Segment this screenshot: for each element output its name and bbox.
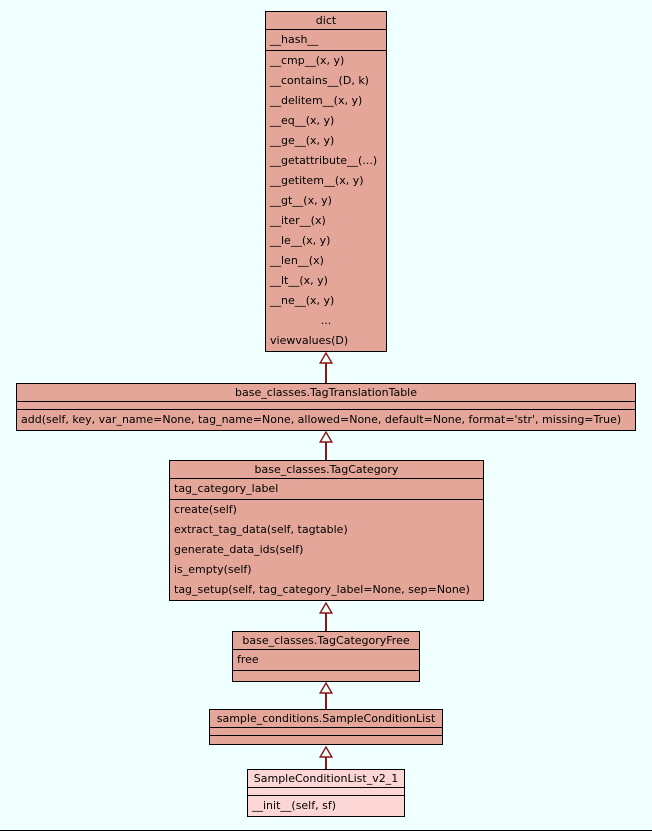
- method: __ne__(x, y): [270, 294, 335, 307]
- method: add(self, key, var_name=None, tag_name=N…: [21, 413, 622, 426]
- method: generate_data_ids(self): [174, 543, 304, 556]
- method: __le__(x, y): [270, 234, 331, 247]
- inheritance-arrow: [319, 602, 333, 631]
- class-box-tagcategoryfree[interactable]: base_classes.TagCategoryFree free: [232, 631, 420, 682]
- inheritance-arrow: [319, 746, 333, 769]
- method: tag_setup(self, tag_category_label=None,…: [174, 583, 470, 596]
- method: is_empty(self): [174, 563, 252, 576]
- class-name: base_classes.TagCategory: [170, 461, 483, 479]
- class-name: base_classes.TagCategoryFree: [233, 632, 419, 650]
- methods-compartment: __init__(self, sf): [248, 796, 404, 816]
- method: __contains__(D, k): [270, 74, 369, 87]
- class-name: dict: [266, 12, 386, 30]
- method: __len__(x): [270, 254, 324, 267]
- method: __ge__(x, y): [270, 134, 335, 147]
- methods-compartment: create(self) extract_tag_data(self, tagt…: [170, 500, 483, 600]
- method: __eq__(x, y): [270, 114, 335, 127]
- method: __lt__(x, y): [270, 274, 328, 287]
- attributes-compartment: __hash__: [266, 30, 386, 51]
- class-box-sampleconditionlist-v2-1[interactable]: SampleConditionList_v2_1 __init__(self, …: [247, 769, 405, 817]
- method: __gt__(x, y): [270, 194, 332, 207]
- methods-compartment: add(self, key, var_name=None, tag_name=N…: [17, 410, 635, 430]
- methods-ellipsis: ...: [320, 314, 332, 327]
- class-box-tagcategory[interactable]: base_classes.TagCategory tag_category_la…: [169, 460, 484, 601]
- method: extract_tag_data(self, tagtable): [174, 523, 348, 536]
- class-name: sample_conditions.SampleConditionList: [210, 710, 442, 728]
- attributes-compartment: tag_category_label: [170, 479, 483, 500]
- class-name: SampleConditionList_v2_1: [248, 770, 404, 788]
- class-box-sampleconditionlist[interactable]: sample_conditions.SampleConditionList: [209, 709, 443, 745]
- class-name: base_classes.TagTranslationTable: [17, 384, 635, 402]
- method: viewvalues(D): [270, 334, 349, 347]
- method: __init__(self, sf): [252, 799, 337, 812]
- methods-compartment: [233, 671, 419, 681]
- class-box-dict[interactable]: dict __hash__ __cmp__(x, y) __contains__…: [265, 11, 387, 352]
- method: __iter__(x): [270, 214, 326, 227]
- class-box-tagtranslationtable[interactable]: base_classes.TagTranslationTable add(sel…: [16, 383, 636, 431]
- attribute: tag_category_label: [174, 482, 279, 495]
- method: __getitem__(x, y): [270, 174, 364, 187]
- attribute: free: [237, 653, 259, 666]
- inheritance-arrow: [319, 682, 333, 709]
- attributes-compartment: [17, 402, 635, 410]
- attributes-compartment: [210, 728, 442, 736]
- method: create(self): [174, 503, 237, 516]
- method: __getattribute__(...): [270, 154, 378, 167]
- attributes-compartment: [248, 788, 404, 796]
- method: __cmp__(x, y): [270, 54, 345, 67]
- attribute: __hash__: [270, 33, 319, 46]
- inheritance-arrow: [319, 352, 333, 383]
- method: __delitem__(x, y): [270, 94, 363, 107]
- attributes-compartment: free: [233, 650, 419, 671]
- methods-compartment: [210, 736, 442, 744]
- methods-compartment: __cmp__(x, y) __contains__(D, k) __delit…: [266, 51, 386, 351]
- inheritance-arrow: [319, 431, 333, 460]
